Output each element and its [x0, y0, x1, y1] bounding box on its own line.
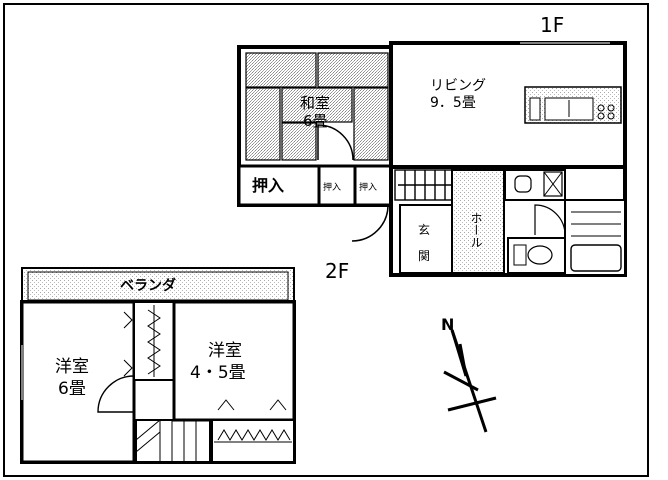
genkan-label-1: 玄	[418, 222, 430, 237]
compass-north-label: N	[441, 315, 454, 334]
western-room-2-size: 4・5畳	[190, 363, 246, 383]
western-room-2	[172, 300, 296, 422]
tatami-mats	[245, 52, 389, 161]
genkan-label-2: 関	[418, 249, 430, 263]
western-room-1-size: 6畳	[58, 379, 86, 399]
veranda-label: ベランダ	[120, 277, 176, 294]
washitsu-size: 6畳	[303, 112, 328, 130]
western-room-1-name: 洋室	[55, 357, 89, 377]
closet-2	[211, 399, 295, 463]
floor-label-2f: 2F	[325, 259, 349, 283]
living-name: リビング	[430, 78, 486, 94]
first-floor-plan	[237, 41, 627, 277]
western-room-2-name: 洋室	[208, 341, 242, 361]
bathroom	[564, 199, 626, 276]
living-size: 9．5畳	[430, 95, 476, 111]
oshiire-small-1-label: 押入	[323, 181, 341, 193]
compass	[443, 329, 497, 433]
oshiire-small-2	[353, 164, 393, 207]
veranda	[21, 267, 295, 303]
kitchen-counter	[524, 86, 622, 124]
oshiire-large	[237, 164, 321, 207]
hall	[451, 169, 505, 274]
second-floor-plan	[20, 267, 296, 464]
oshiire-small-2-label: 押入	[359, 181, 377, 193]
oshiire-large-label: 押入	[252, 176, 284, 195]
washitsu-name: 和室	[300, 94, 330, 112]
page-border	[3, 3, 649, 477]
floor-label-1f: 1F	[540, 13, 564, 37]
stairs-2f	[135, 419, 211, 463]
hall-label: ホール	[469, 212, 483, 248]
